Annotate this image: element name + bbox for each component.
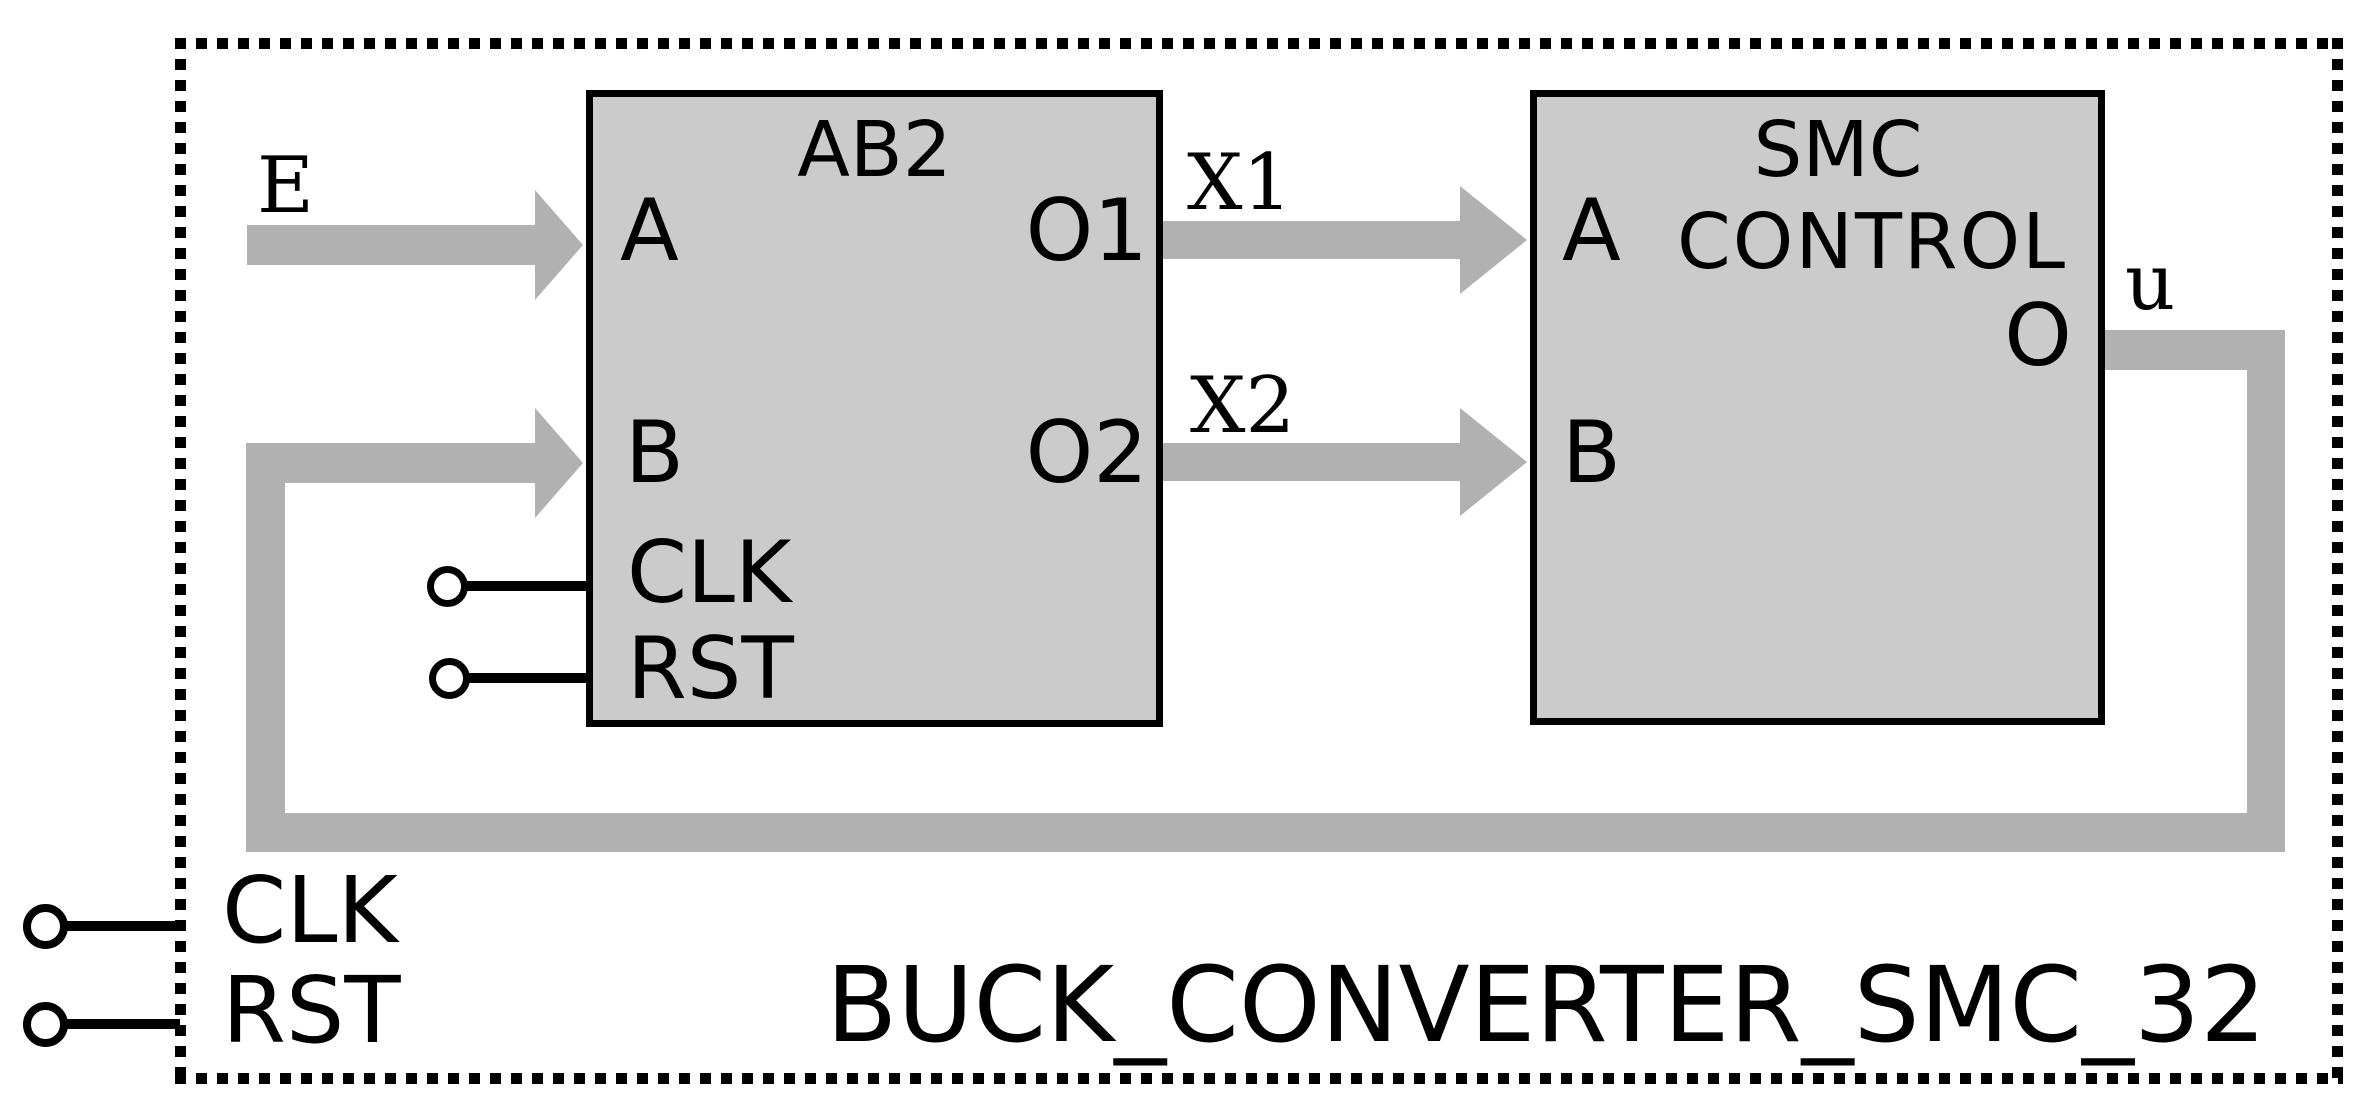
smc-block-name-line1: SMC — [1753, 106, 1923, 195]
x1-arrow-shaft — [1160, 221, 1462, 259]
signal-e-label: E — [257, 141, 314, 231]
u-wire-segment-right — [2247, 330, 2285, 852]
signal-x2-label: X2 — [1190, 361, 1296, 451]
signal-x1-label: X1 — [1187, 138, 1293, 228]
signal-u-label: u — [2125, 238, 2176, 328]
external-clk-pin-line — [66, 921, 180, 931]
ab2-block — [586, 90, 1163, 727]
external-rst-pin-circle — [23, 1002, 68, 1047]
enclosure-border-right — [2332, 38, 2343, 1084]
ab2-port-rst-label: RST — [627, 619, 794, 719]
enclosure-border-bottom — [175, 1073, 2343, 1084]
smc-port-b-label: B — [1562, 403, 1621, 503]
ab2-clk-pin-line — [465, 581, 586, 591]
x2-arrow-shaft — [1160, 443, 1462, 481]
x1-arrow-head — [1460, 186, 1527, 294]
x2-arrow-head — [1460, 408, 1527, 516]
ab2-port-a-label: A — [620, 181, 679, 281]
external-rst-pin-line — [66, 1019, 180, 1029]
u-wire-segment-left — [246, 443, 285, 852]
ab2-rst-pin-circle — [429, 658, 470, 699]
enclosure-border-left — [175, 38, 186, 1084]
external-rst-label: RST — [222, 957, 401, 1064]
ab2-block-name: AB2 — [797, 106, 952, 195]
e-arrow-shaft — [247, 225, 537, 265]
smc-control-block — [1530, 90, 2105, 725]
smc-port-o-label: O — [2004, 286, 2072, 386]
ab2-port-o2-label: O2 — [1025, 403, 1148, 503]
ab2-port-o1-label: O1 — [1025, 181, 1148, 281]
ab2-rst-pin-line — [467, 673, 586, 683]
ab2-port-clk-label: CLK — [627, 523, 792, 623]
b-arrow-head — [535, 408, 583, 518]
e-arrow-head — [535, 190, 583, 300]
enclosure-border-top — [175, 38, 2343, 49]
entity-title: BUCK_CONVERTER_SMC_32 — [826, 944, 2267, 1066]
ab2-clk-pin-circle — [427, 566, 468, 607]
u-wire-segment-bottom — [246, 813, 2285, 852]
smc-port-a-label: A — [1562, 181, 1621, 281]
b-arrow-shaft — [246, 443, 537, 483]
external-clk-pin-circle — [23, 904, 68, 949]
external-clk-label: CLK — [222, 857, 398, 964]
ab2-port-b-label: B — [625, 403, 684, 503]
smc-block-name-line2: CONTROL — [1676, 198, 2067, 287]
